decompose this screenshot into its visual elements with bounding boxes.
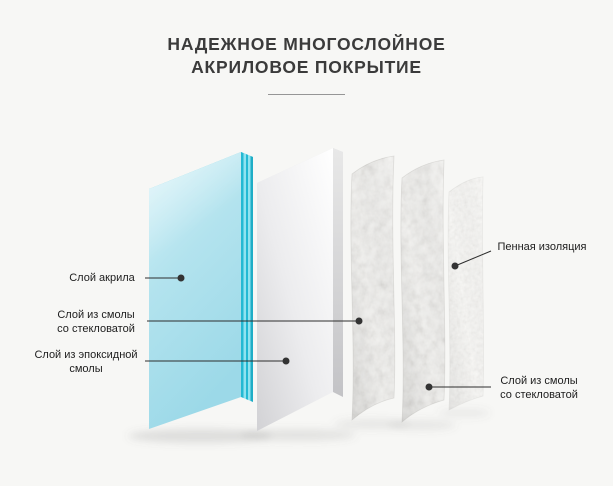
callout-epoxy: Слой из эпоксидной смолы	[30, 349, 142, 376]
callout-acrylic: Слой акрила	[57, 272, 147, 286]
callout-resin-glass-right-line2: со стекловатой	[500, 388, 578, 401]
shadow-epoxy	[240, 429, 356, 441]
callout-lines	[145, 250, 492, 388]
callout-resin-glass-right-line1: Слой из смолы	[500, 375, 578, 387]
epoxy-panel-edge	[333, 148, 343, 397]
shadow-foam	[438, 409, 490, 417]
shadow-resin-2	[388, 420, 456, 430]
callout-dot-epoxy	[282, 357, 290, 365]
shadow-acrylic	[128, 429, 272, 443]
page-title-line1: НАДЕЖНОЕ МНОГОСЛОЙНОЕ	[167, 34, 446, 54]
callout-resin-glass-left-line1: Слой из смолы	[57, 309, 135, 321]
callout-line-foam	[454, 250, 492, 267]
page-title: НАДЕЖНОЕ МНОГОСЛОЙНОЕ АКРИЛОВОЕ ПОКРЫТИЕ	[0, 33, 613, 79]
callout-foam: Пенная изоляция	[492, 241, 592, 255]
page-title-line2: АКРИЛОВОЕ ПОКРЫТИЕ	[191, 57, 422, 77]
callout-acrylic-label: Слой акрила	[69, 272, 135, 284]
resin-glass-sheet-2-shading	[400, 159, 446, 423]
resin-glass-layer-1	[350, 155, 396, 421]
resin-glass-layer-2	[400, 159, 446, 423]
acrylic-panel-edge	[241, 152, 253, 402]
callout-dot-foam	[451, 262, 459, 270]
callout-resin-glass-left-line2: со стекловатой	[57, 322, 135, 335]
foam-sheet-shading	[447, 176, 484, 411]
resin-glass-sheet-1-shading	[350, 155, 396, 421]
callout-epoxy-line2: смолы	[69, 362, 103, 375]
title-divider	[268, 94, 345, 95]
callout-dots	[177, 262, 459, 391]
ground-shadows	[128, 409, 490, 443]
callout-foam-label: Пенная изоляция	[497, 241, 587, 253]
callout-resin-glass-left: Слой из смолы со стекловатой	[48, 309, 144, 336]
epoxy-panel	[257, 148, 343, 431]
callout-dot-resin-glass-right	[425, 383, 433, 391]
acrylic-panel	[149, 152, 253, 429]
callout-epoxy-line1: Слой из эпоксидной	[34, 349, 138, 361]
foam-insulation-layer	[447, 176, 484, 411]
callout-dot-acrylic	[177, 274, 185, 282]
acrylic-panel-gloss	[149, 152, 241, 429]
callout-dot-resin-glass-left	[355, 317, 363, 325]
callout-resin-glass-right: Слой из смолы со стекловатой	[494, 375, 584, 402]
epoxy-panel-face	[257, 148, 333, 431]
